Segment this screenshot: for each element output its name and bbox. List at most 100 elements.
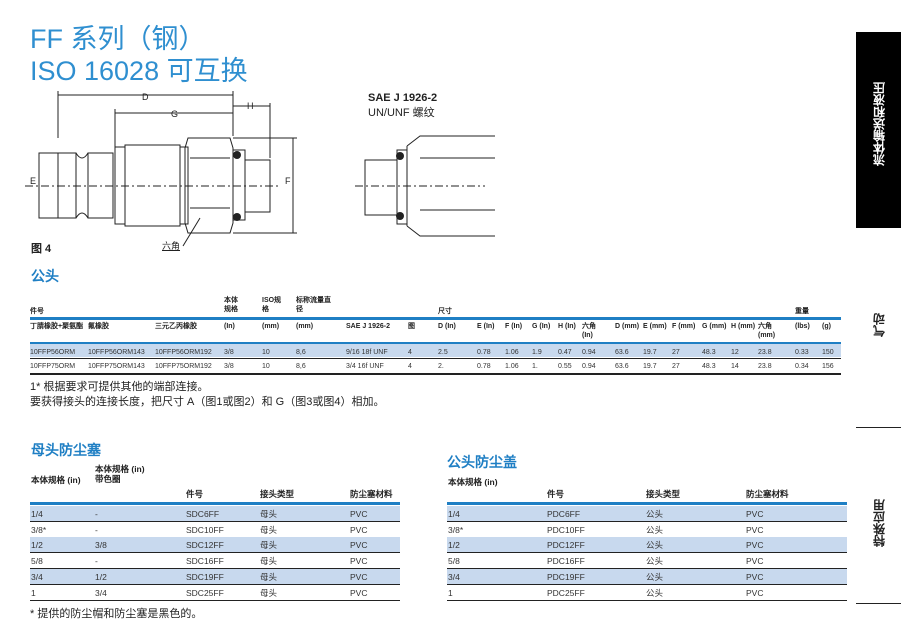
table-cell: SDC19FF xyxy=(186,571,224,582)
table-cell: 1.9 xyxy=(532,349,542,356)
column-header: F (In) xyxy=(505,323,523,330)
table-cell: 1.06 xyxy=(505,349,519,356)
table-cell: SDC6FF xyxy=(186,509,220,519)
table-cell: 10FFP56ORM143 xyxy=(88,349,145,356)
table-cell: 12 xyxy=(731,349,739,356)
table-cell: 0.94 xyxy=(582,349,596,356)
table-cell: PDC12FF xyxy=(547,540,585,551)
table-cell: 10FFP75ORM xyxy=(30,363,76,370)
table-cell: PVC xyxy=(746,509,764,519)
table-cell: 1/4 xyxy=(448,509,460,519)
column-header: (g) xyxy=(822,323,831,330)
column-header: H (mm) xyxy=(731,323,756,330)
table-cell: SDC10FF xyxy=(186,524,224,535)
table-cell: 3/4 xyxy=(31,571,43,582)
dim-h-label: H xyxy=(247,101,254,111)
table-cell: 1/2 xyxy=(448,540,460,551)
table-cell: PVC xyxy=(350,509,368,519)
table-cell: - xyxy=(95,556,98,567)
column-header: 丁腈橡胶+聚氨酯 xyxy=(30,323,84,330)
table-cell: 公头 xyxy=(646,587,664,598)
table-cell: 母头 xyxy=(260,540,278,551)
hdr-body-size: 本体规格 xyxy=(224,297,238,313)
dim-g-label: G xyxy=(171,109,179,119)
column-header: 六角 (mm) xyxy=(758,323,776,339)
side-tab-label: 流体输送和液压 xyxy=(872,82,886,166)
column-header: 件号 xyxy=(186,489,204,499)
table-cell: 0.78 xyxy=(477,363,491,370)
column-header: (mm) xyxy=(262,323,280,330)
column-header: 三元乙丙橡胶 xyxy=(155,323,197,330)
table-cell: 5/8 xyxy=(448,556,460,567)
column-header: SAE J 1926-2 xyxy=(346,323,390,330)
note-2: 要获得接头的连接长度，把尺寸 A（图1或图2）和 G（图3或图4）相加。 xyxy=(30,396,385,408)
column-header: (mm) xyxy=(296,323,314,330)
table-cell: 27 xyxy=(672,363,680,370)
table-cell: 19.7 xyxy=(643,363,657,370)
table-cell: 23.8 xyxy=(758,349,772,356)
hdr-flow-dia: 标称流量直径 xyxy=(296,297,331,313)
table-cell: 14 xyxy=(731,363,739,370)
table-cell: 1/2 xyxy=(31,540,43,551)
hdr-part-no: 件号 xyxy=(30,308,44,315)
table-cell: 3/8 xyxy=(224,349,234,356)
column-header: E (mm) xyxy=(643,323,667,330)
table-cell: PDC16FF xyxy=(547,556,585,567)
female-caps-heading: 母头防尘塞 xyxy=(31,442,101,458)
table-cell: SDC16FF xyxy=(186,556,224,567)
table-cell: PVC xyxy=(746,587,764,598)
table-cell: 1.06 xyxy=(505,363,519,370)
side-tab-fluid[interactable]: 流体输送和液压 xyxy=(856,32,901,228)
table-cell: 19.7 xyxy=(643,349,657,356)
column-header: (lbs) xyxy=(795,323,810,330)
table-cell: PDC25FF xyxy=(547,587,585,598)
table-cell: 3/8* xyxy=(31,524,47,535)
table-cell: PVC xyxy=(350,524,368,535)
table-cell: 2.5 xyxy=(438,349,448,356)
table-cell: 10FFP75ORM143 xyxy=(88,363,145,370)
table-cell: - xyxy=(95,509,98,519)
table-cell: 母头 xyxy=(260,509,278,519)
table-cell: SDC25FF xyxy=(186,587,224,598)
table-cell: 3/4 xyxy=(95,587,107,598)
figure-label: 图 4 xyxy=(31,243,52,255)
column-header: 本体规格 (in) xyxy=(31,475,81,485)
table-cell: 10FFP56ORM xyxy=(30,349,76,356)
column-header: 氟橡胶 xyxy=(88,323,109,330)
male-section-heading: 公头 xyxy=(31,268,59,284)
table-cell: 10FFP56ORM192 xyxy=(155,349,212,356)
table-cell: 公头 xyxy=(646,509,664,519)
table-cell: SDC12FF xyxy=(186,540,224,551)
coupling-diagram xyxy=(25,91,495,247)
side-tab-label: 特殊应用 xyxy=(872,499,886,547)
column-header: 防尘塞材料 xyxy=(350,489,393,499)
column-header: 防尘塞材料 xyxy=(746,489,789,499)
column-header: 六角 (In) xyxy=(582,323,596,339)
table-cell: 0.33 xyxy=(795,349,809,356)
table-cell: 8,6 xyxy=(296,349,306,356)
note-1: 1* 根据要求可提供其他的端部连接。 xyxy=(30,381,209,393)
side-tab-pneumatic[interactable]: 气动 xyxy=(856,228,901,428)
table-cell: 8,6 xyxy=(296,363,306,370)
table-cell: PVC xyxy=(350,571,368,582)
hdr-iso-size: ISO规格 xyxy=(262,297,282,313)
table-cell: 0.94 xyxy=(582,363,596,370)
table-cell: 3/4 xyxy=(448,571,460,582)
table-cell: 母头 xyxy=(260,571,278,582)
table-cell: 10 xyxy=(262,363,270,370)
side-tab-special[interactable]: 特殊应用 xyxy=(856,429,901,604)
sae-title: SAE J 1926-2 xyxy=(368,92,438,104)
column-header: G (mm) xyxy=(702,323,727,330)
table-cell: 母头 xyxy=(260,556,278,567)
dim-d-label: D xyxy=(142,92,149,102)
dim-f-label: F xyxy=(285,176,291,186)
caps-footnote: * 提供的防尘帽和防尘塞是黑色的。 xyxy=(30,608,203,620)
hdr-weight: 重量 xyxy=(795,308,809,315)
table-cell: PVC xyxy=(350,587,368,598)
table-cell: PVC xyxy=(746,524,764,535)
page-title: FF 系列（钢） xyxy=(30,24,206,54)
table-cell: PVC xyxy=(746,556,764,567)
column-header: 本体规格 (in) 带色圈 xyxy=(95,464,145,484)
table-cell: - xyxy=(95,524,98,535)
table-cell: 156 xyxy=(822,363,834,370)
